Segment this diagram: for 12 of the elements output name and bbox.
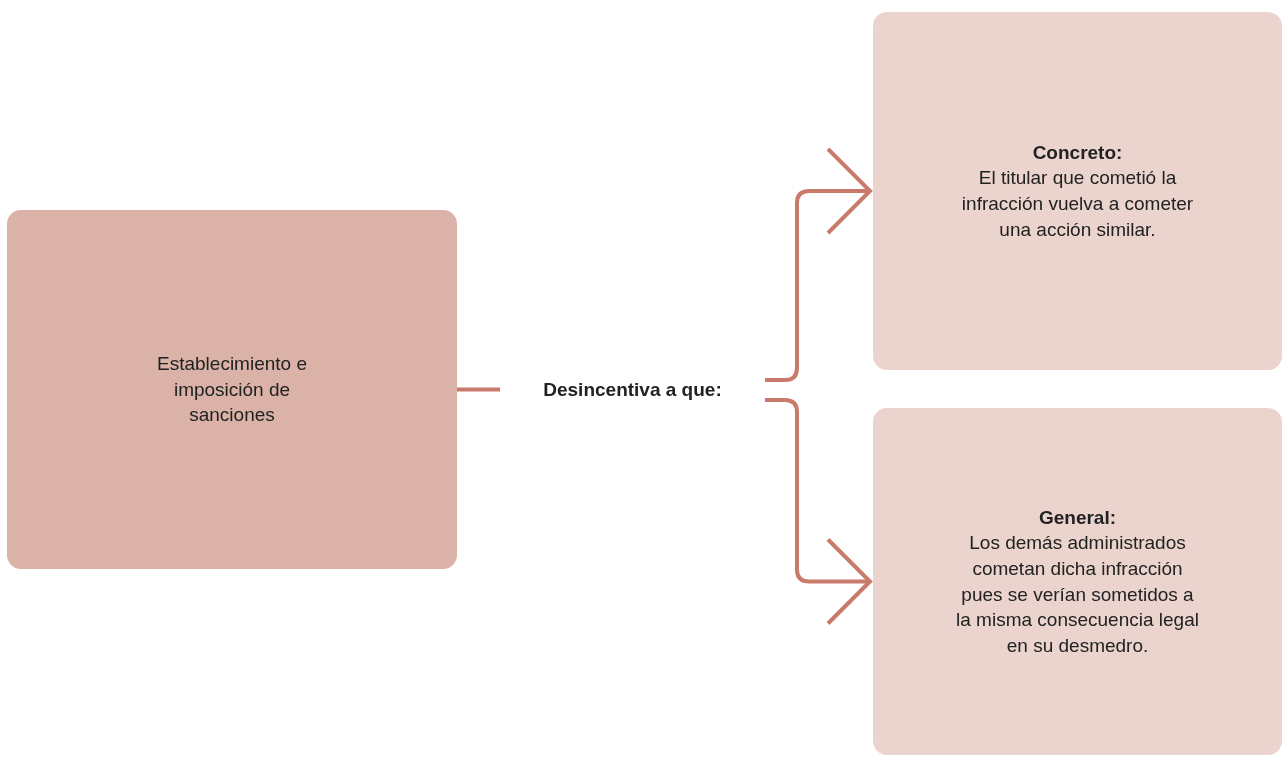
- rounded-box: [7, 210, 457, 569]
- box-heading: General:: [1038, 505, 1117, 530]
- label-text: Desincentiva a que:: [543, 378, 722, 403]
- box-text: El titular que cometió la infracción vuelva a cometer una acción similar.: [960, 166, 1195, 242]
- box-text: Establecimiento e imposición de sanciones: [156, 352, 308, 428]
- box-text: Los demás administrados cometan dicha infracción pues se verían sometidos a la misma consecuencia legal en su desmedro.: [955, 531, 1200, 658]
- rounded-box: [873, 408, 1282, 755]
- bracket-arrow: [765, 147, 872, 382]
- box-heading: Concreto:: [1032, 140, 1123, 165]
- rounded-box: [873, 12, 1282, 370]
- bracket-arrow: [765, 398, 872, 626]
- connector-line: [457, 387, 500, 392]
